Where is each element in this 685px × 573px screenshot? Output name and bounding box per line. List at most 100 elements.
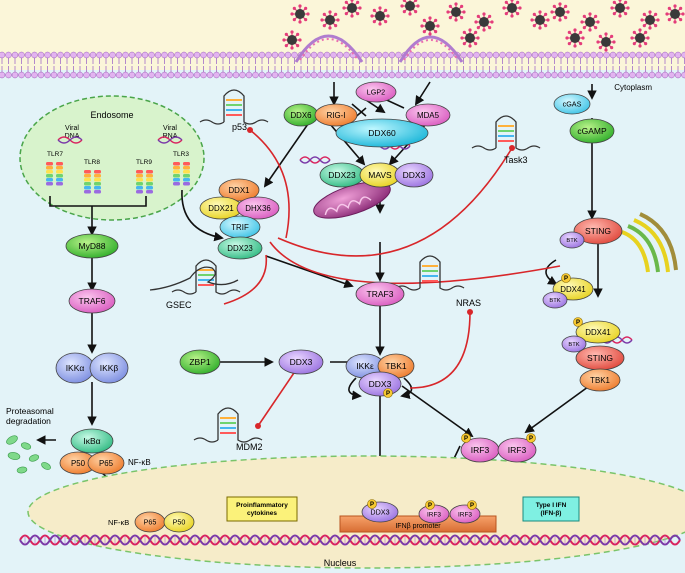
type-i-ifn-box: Type I IFN(IFN-β) [522, 496, 580, 522]
tlr7-label: TLR7 [47, 151, 63, 158]
node-label-ddx6: DDX6 [290, 111, 312, 120]
tlr-receptor-icon [136, 170, 153, 194]
svg-text:P: P [576, 320, 580, 326]
virus-icon [580, 12, 600, 32]
activation-arrows [36, 81, 603, 530]
node-p50n: P50 [163, 511, 195, 533]
nfkb-label: NF-κB [128, 458, 151, 467]
node-p65: P65 [87, 451, 125, 475]
virus-icon [446, 2, 466, 22]
node-label-dhx36: DHX36 [245, 204, 271, 213]
phosphate-badge-icon: P [573, 317, 583, 327]
node-label-ddx23b: DDX23 [227, 244, 253, 253]
p53-label: p53 [232, 122, 247, 132]
node-label-btk1: BTK [566, 238, 577, 244]
node-label-traf3: TRAF3 [367, 289, 394, 299]
virus-icon [530, 10, 550, 30]
node-label-p50: P50 [71, 459, 86, 468]
node-label-ddx60: DDX60 [368, 128, 396, 138]
rna-hairpin-icon [199, 89, 269, 125]
node-ddx3a: DDX3 [394, 162, 434, 188]
plasma-membrane [0, 51, 685, 79]
node-label-irf3b: IRF3 [508, 445, 527, 455]
node-label-irf3n1: IRF3 [427, 511, 441, 518]
node-sting1: STING [573, 217, 623, 245]
node-label-ddx3b: DDX3 [290, 357, 313, 367]
node-label-cgas: cGAS [563, 100, 582, 109]
svg-text:P: P [470, 503, 474, 509]
node-label-ddx21: DDX21 [208, 204, 233, 213]
node-label-p50n: P50 [173, 518, 186, 527]
node-label-mda5: MDA5 [417, 111, 440, 120]
node-ddx60: DDX60 [335, 118, 429, 148]
phosphate-badge-icon: P [461, 433, 471, 443]
inhibition-endpoints [247, 127, 515, 429]
rna-hairpin-icon [471, 115, 541, 151]
node-label-btk2: BTK [549, 298, 560, 304]
node-label-btk3: BTK [568, 342, 579, 348]
node-label-rigi: RIG-I [327, 111, 346, 120]
node-sting2: STING [575, 345, 625, 371]
virus-icon [370, 6, 390, 26]
node-label-zbp1: ZBP1 [189, 357, 211, 367]
node-mda5: MDA5 [405, 103, 451, 127]
phosphate-badge-icon: P [526, 433, 536, 443]
node-traf6: TRAF6 [68, 288, 116, 314]
rna-hairpin-icon [193, 407, 263, 443]
node-btk2: BTK [542, 291, 568, 309]
node-btk3: BTK [561, 335, 587, 353]
node-label-sting1: STING [585, 226, 611, 236]
node-cgas: cGAS [553, 93, 591, 115]
node-label-traf6: TRAF6 [79, 296, 106, 306]
tlr-receptor-icon [173, 162, 190, 186]
phosphate-badge-icon: P [383, 388, 393, 398]
virus-icon [596, 32, 616, 52]
cytoplasm-label: Cytoplasm [614, 83, 652, 92]
nras-label: NRAS [456, 298, 481, 308]
node-irf3b: IRF3 [497, 437, 537, 463]
node-label-ddx3a: DDX3 [403, 170, 426, 180]
endosome-membrane [19, 95, 205, 221]
node-label-trif: TRIF [231, 223, 249, 232]
svg-text:P: P [428, 503, 432, 509]
node-label-ddx41b: DDX41 [585, 328, 610, 337]
node-ikba: IκBα [70, 428, 114, 454]
virus-icon [640, 10, 660, 30]
node-label-ikba: IκBα [83, 436, 100, 446]
node-label-tbk1b: TBK1 [590, 376, 610, 385]
node-label-irf3n2: IRF3 [458, 511, 472, 518]
toll-like-receptors [46, 136, 190, 194]
node-ikka: IKKα [55, 352, 95, 384]
node-trif: TRIF [219, 215, 261, 239]
phosphate-badge-icon: P [425, 500, 435, 510]
node-lgp2: LGP2 [355, 81, 397, 103]
node-dhx36: DHX36 [236, 196, 280, 220]
node-tbk1b: TBK1 [579, 368, 621, 392]
node-ddx41b: DDX41 [575, 320, 621, 344]
endosome-label: Endosome [90, 110, 133, 120]
node-label-ddx23a: DDX23 [328, 170, 356, 180]
mdm2-label: MDM2 [236, 442, 263, 452]
inhibition-lines [223, 129, 561, 427]
phosphate-badge-icon: P [367, 499, 377, 509]
virus-icon [550, 2, 570, 22]
node-label-cgamp: cGAMP [577, 126, 607, 136]
node-label-ddx1: DDX1 [228, 186, 249, 195]
node-ikkb: IKKβ [89, 352, 129, 384]
node-rigi: RIG-I [314, 103, 358, 127]
node-ddx1: DDX1 [218, 178, 260, 202]
membrane-invaginations [294, 34, 464, 63]
genomic-dna-helix [19, 534, 681, 546]
degradation-fragments-icon [6, 435, 51, 474]
node-label-sting2: STING [587, 353, 613, 363]
node-label-ikke: IKKε [356, 361, 374, 371]
node-label-ikkb: IKKβ [100, 363, 119, 373]
node-mavs: MAVS [359, 162, 401, 188]
virus-icon [502, 0, 522, 18]
virus-icon [610, 0, 630, 18]
node-irf3n1: IRF3 [418, 504, 450, 524]
